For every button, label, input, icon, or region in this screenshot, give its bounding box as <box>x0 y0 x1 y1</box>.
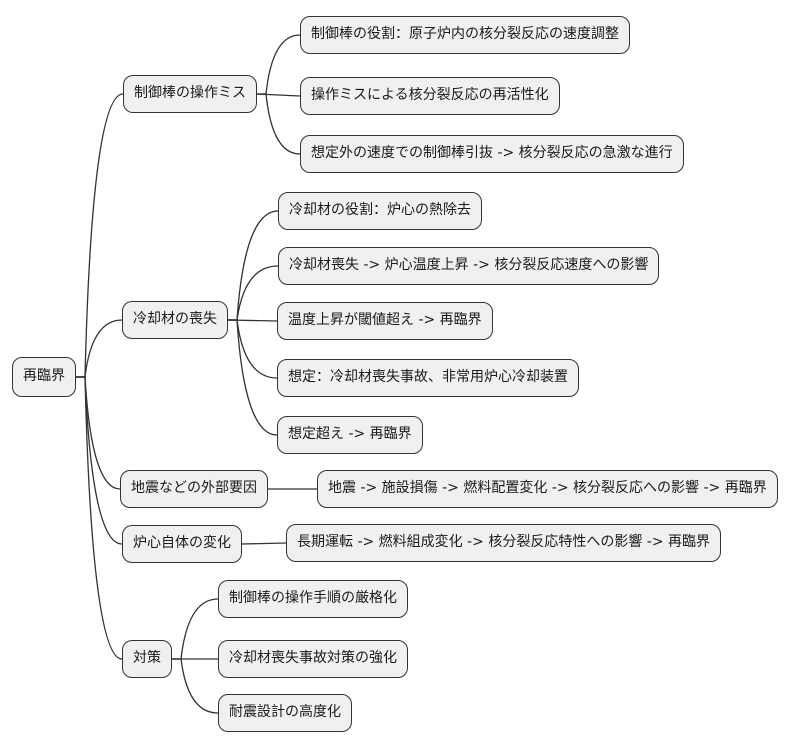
node-assumption-loca-eccs: 想定：冷却材喪失事故、非常用炉心冷却装置 <box>277 359 579 397</box>
mindmap-edge <box>76 319 123 378</box>
mindmap-edge <box>172 658 219 714</box>
node-external-factors-earthquake: 地震などの外部要因 <box>120 470 268 508</box>
node-advanced-seismic-design: 耐震設計の高度化 <box>218 694 352 732</box>
mindmap-edge <box>172 598 219 660</box>
node-recriticality-root: 再臨界 <box>12 357 76 397</box>
node-stricter-rod-procedures: 制御棒の操作手順の厳格化 <box>218 580 408 618</box>
mindmap-edge <box>76 376 123 545</box>
mindmap-edge <box>257 93 301 155</box>
node-coolant-loss: 冷却材の喪失 <box>122 301 228 339</box>
node-coolant-loss-temperature-chain: 冷却材喪失 -> 炉心温度上昇 -> 核分裂反応速度への影響 <box>278 247 660 285</box>
node-beyond-assumption-recriticality: 想定超え -> 再臨界 <box>277 416 423 454</box>
mindmap-edge <box>228 265 279 321</box>
node-control-rod-operation-error: 制御棒の操作ミス <box>123 75 257 113</box>
mindmap-edge <box>76 93 124 378</box>
node-temperature-threshold-exceeded: 温度上昇が閾値超え -> 再臨界 <box>277 302 493 340</box>
node-countermeasures: 対策 <box>122 640 172 678</box>
node-coolant-role: 冷却材の役割：炉心の熱除去 <box>278 192 482 230</box>
mindmap-edge <box>228 210 279 321</box>
node-unexpected-rod-withdrawal: 想定外の速度での制御棒引抜 -> 核分裂反応の急激な進行 <box>300 135 684 173</box>
mindmap-edge <box>257 34 301 95</box>
mindmap-edge <box>228 319 278 436</box>
mindmap-edge <box>228 319 278 379</box>
mindmap-edge <box>241 542 287 545</box>
node-reactivation-by-operation-error: 操作ミスによる核分裂反応の再活性化 <box>300 77 560 115</box>
node-control-rod-role: 制御棒の役割：原子炉内の核分裂反応の速度調整 <box>300 16 630 54</box>
node-long-term-operation-chain: 長期運転 -> 燃料組成変化 -> 核分裂反応特性への影響 -> 再臨界 <box>286 524 722 562</box>
mindmap-edge <box>76 376 123 660</box>
node-strengthen-loca-countermeasures: 冷却材喪失事故対策の強化 <box>218 640 408 678</box>
mindmap-edge <box>76 376 121 490</box>
node-core-self-change: 炉心自体の変化 <box>122 525 242 563</box>
node-earthquake-damage-chain: 地震 -> 施設損傷 -> 燃料配置変化 -> 核分裂反応への影響 -> 再臨界 <box>317 470 778 508</box>
